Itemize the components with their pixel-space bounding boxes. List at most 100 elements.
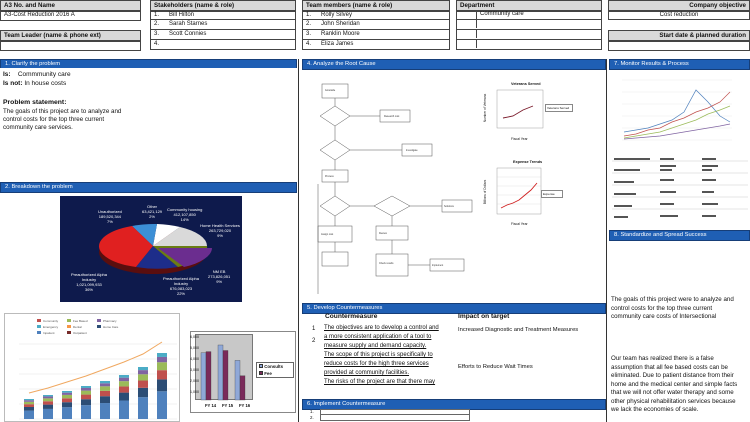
impact-1: Increased Diagnostic and Treatment Measu… [458, 327, 579, 333]
stacked-bar-segment [100, 381, 110, 384]
stacked-bar-segment [62, 394, 72, 399]
column-divider-right [606, 59, 607, 422]
svg-text:Emergency: Emergency [43, 325, 59, 329]
svg-text:Fee Based: Fee Based [73, 319, 88, 323]
stacked-bar-segment [43, 398, 53, 402]
team-member-row[interactable]: 4. Eliza James [302, 40, 450, 50]
fy-bars-svg [200, 344, 246, 401]
isnot-value: In house costs [24, 80, 67, 87]
team-members-label: Team members (name & role) [302, 0, 450, 12]
stakeholders-label: Stakeholders (name & role) [150, 0, 296, 12]
fy-bar-fee [239, 375, 246, 401]
svg-text:Review: Review [379, 232, 387, 235]
implement-row[interactable]: 2. [310, 415, 470, 421]
expense-chart-legend: Expense [541, 190, 563, 198]
start-date-value[interactable] [608, 40, 750, 51]
countermeasures-table: Countermeasure Impact on target 1 2 The … [310, 313, 604, 391]
clarify-panel: Is: Commmunity care Is not: In house cos… [0, 68, 297, 181]
stacked-bar-segment [157, 391, 167, 419]
stacked-bar-segment [24, 401, 34, 405]
veterans-chart-xlabel: Fiscal Year [511, 137, 528, 141]
stacked-bar-segment [81, 387, 91, 391]
fy-label-15: FY 15 [222, 403, 234, 408]
section-monitor-bar: 7. Monitor Results & Process [609, 59, 750, 70]
section-breakdown-bar: 2. Breakdown the problem [0, 182, 297, 193]
team-member-row[interactable]: 3. Ranklin Moore [302, 30, 450, 40]
stacked-bar-segment [43, 396, 53, 399]
fy-bar-consults [217, 344, 224, 401]
stacked-bar-segment [119, 381, 129, 387]
stakeholder-row[interactable]: 3. Scott Connies [150, 30, 296, 40]
objective-value[interactable]: Cost reduction [608, 10, 750, 20]
veterans-chart-title: Veterans Served [511, 82, 541, 86]
stakeholder-row[interactable]: 1. Bill Hilton [150, 10, 296, 20]
monitor-table [612, 155, 748, 221]
svg-text:Investigate: Investigate [406, 149, 418, 152]
stacked-bar-segment [119, 386, 129, 393]
countermeasure-num-1: 1 [312, 326, 316, 332]
implement-rows: 1. 2. [310, 409, 470, 421]
stacked-bar-segment [43, 395, 53, 397]
implement-row[interactable]: 1. [310, 409, 470, 415]
monitor-table-svg [612, 158, 748, 218]
standardize-para-1: The goals of this project were to analyz… [611, 296, 734, 320]
stacked-bar-segment [138, 374, 148, 381]
problem-statement: The goals of this project are to analyze… [3, 108, 122, 131]
stacked-bar-segment [24, 407, 34, 411]
stacked-bar-segment [24, 404, 34, 407]
stacked-bar-segment [62, 402, 72, 408]
svg-text:Dental: Dental [73, 325, 82, 329]
stacked-bar-segment [81, 399, 91, 406]
column-divider-left [298, 59, 299, 422]
svg-text:Pharmacy: Pharmacy [103, 319, 117, 323]
stacked-bar-segment [157, 362, 167, 371]
veterans-served-chart: Veterans Served Number of Veterans Veter… [483, 82, 575, 144]
svg-text:Home Care: Home Care [103, 325, 119, 329]
stacked-bar-segment [62, 391, 72, 393]
pie-svg [98, 223, 212, 274]
stacked-bar-segment [24, 400, 34, 402]
fy-bar-consults [234, 360, 241, 401]
stakeholder-row[interactable]: 4. [150, 40, 296, 50]
standardize-para-2: Our team has realized there is a false a… [611, 355, 738, 413]
fy-label-16: FY 16 [239, 403, 251, 408]
stacked-bar-segment [81, 405, 91, 419]
countermeasure-col-header: Countermeasure [325, 313, 378, 320]
a3-value[interactable]: A3-Cost Reduction 2016 A [0, 10, 141, 21]
stacked-bar-segment [157, 370, 167, 380]
stacked-bar-segment [81, 386, 91, 388]
svg-text:Assign cost: Assign cost [321, 233, 334, 236]
stacked-bar-segment [138, 367, 148, 371]
stacked-bar-segment [43, 401, 53, 405]
fy-label-14: FY 14 [205, 403, 217, 408]
stacked-bar-segment [138, 370, 148, 375]
stacked-bar-segment [43, 404, 53, 409]
section-develop-bar: 5. Develop Countermeasures [302, 303, 606, 314]
start-date-label: Start date & planned duration [608, 30, 750, 42]
team-leader-label: Team Leader (name & phone ext) [0, 30, 141, 42]
root-cause-flowchart: Is/outside Research cost Investigate Pro… [310, 74, 480, 298]
monitor-chart-svg [622, 79, 732, 141]
team-leader-value[interactable] [0, 40, 141, 51]
veterans-chart-svg [496, 89, 544, 129]
stacked-bar-segment [43, 408, 53, 419]
department-value[interactable]: Community care [480, 11, 524, 17]
fy-legend: Consults Fee [256, 362, 294, 378]
svg-text:Implement: Implement [432, 264, 443, 267]
stacked-bar-segment [138, 380, 148, 388]
stacked-bar-segment [157, 379, 167, 392]
stacked-chart-svg: Community Fee Based Pharmacy Emergency D… [19, 319, 177, 420]
team-member-row[interactable]: 1. Rolly Silvey [302, 10, 450, 20]
stakeholder-row[interactable]: 2. Sarah Starnes [150, 20, 296, 30]
stacked-bar-segment [119, 392, 129, 401]
stakeholders-list: 1. Bill Hilton 2. Sarah Starnes 3. Scott… [150, 10, 296, 50]
stacked-bar-segment [138, 387, 148, 398]
svg-text:Check results: Check results [379, 262, 394, 265]
a3-label: A3 No. and Name [0, 0, 141, 12]
team-member-row[interactable]: 2. John Sheridan [302, 20, 450, 30]
